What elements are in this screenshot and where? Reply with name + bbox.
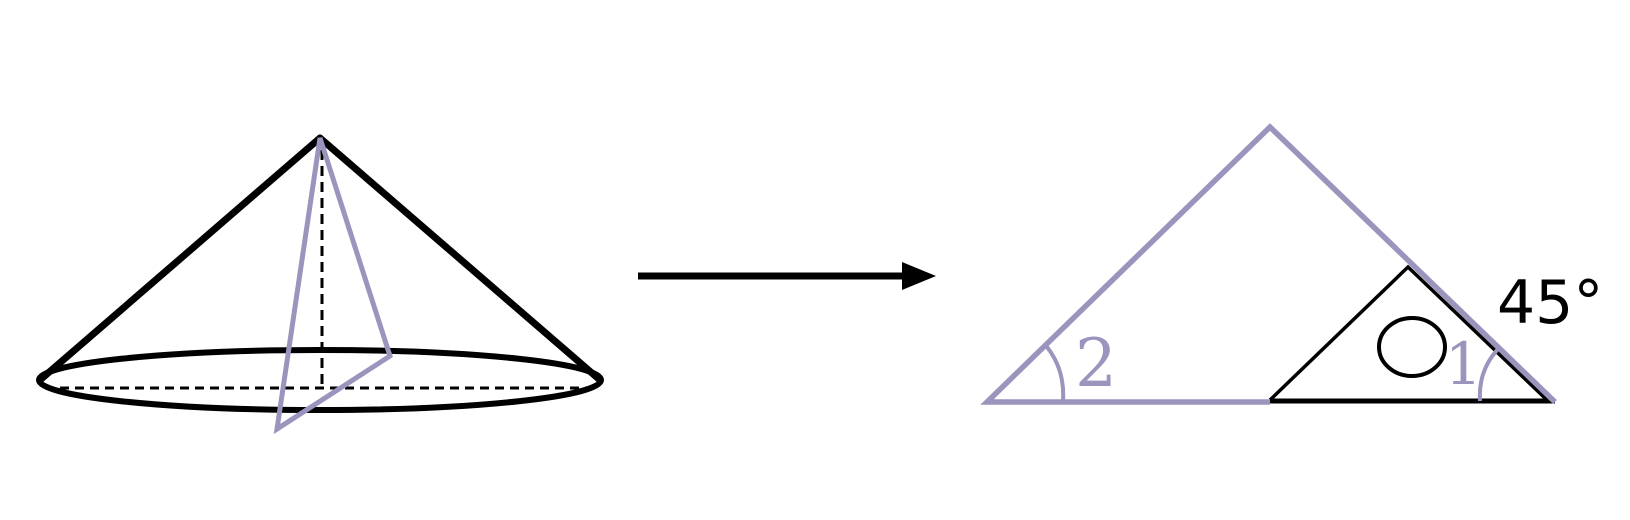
- angle-1-arc: [1477, 346, 1501, 402]
- cone-left-slant-edge: [36, 134, 324, 384]
- cone-right-slant-edge: [316, 134, 604, 384]
- transform-arrow-icon: [638, 262, 936, 290]
- angle-2-arc: [1045, 345, 1066, 402]
- angle-2-label: 2: [1075, 325, 1117, 402]
- outer-triangle-outline: [980, 123, 1557, 405]
- triangle-figure: 2 1 45°: [980, 123, 1603, 405]
- cone-figure: [36, 134, 604, 435]
- cone-cross-section-triangle: [273, 137, 393, 435]
- angle-1-label: 1: [1445, 330, 1482, 398]
- center-circle: [1377, 316, 1447, 378]
- inner-right-triangle: [1268, 264, 1549, 402]
- angle-45-label: 45°: [1497, 268, 1603, 338]
